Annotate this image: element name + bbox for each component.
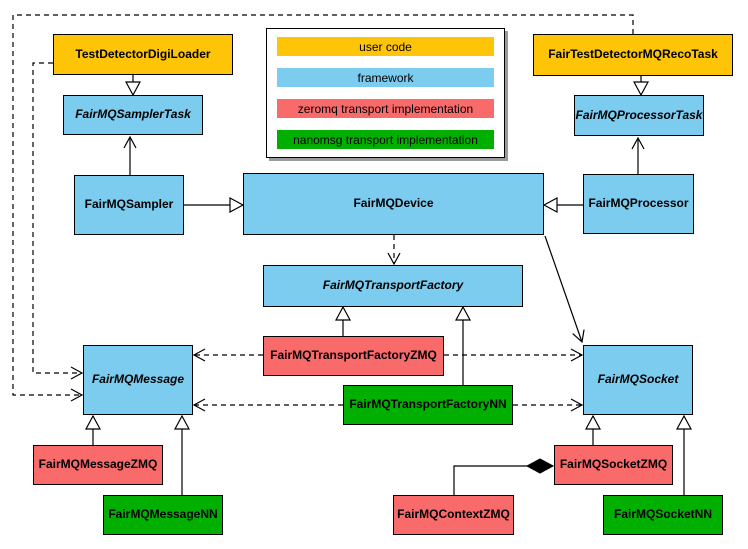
legend-label: nanomsg transport implementation — [293, 132, 478, 147]
node-label: FairMQSampler — [84, 197, 174, 212]
legend-label: zeromq transport implementation — [297, 101, 474, 116]
node-label: FairMQMessage — [91, 372, 185, 387]
node-label: FairMQTransportFactoryZMQ — [270, 348, 437, 363]
node-label: FairMQTransportFactoryNN — [349, 397, 507, 412]
legend-item-user-code: user code — [277, 37, 494, 56]
node-fairmqtransportfactoryzmq: FairMQTransportFactoryZMQ — [263, 336, 444, 376]
node-fairmqmessagenn: FairMQMessageNN — [103, 495, 223, 535]
node-fairmqmessagezmq: FairMQMessageZMQ — [33, 445, 163, 485]
legend-item-zeromq: zeromq transport implementation — [277, 99, 494, 118]
edge-device-to-socket-association — [544, 235, 585, 344]
node-label: FairMQProcessorTask — [575, 107, 703, 122]
edge-contextzmq-to-socketzmq-composition — [453, 458, 555, 495]
node-fairmqcontextzmq: FairMQContextZMQ — [393, 495, 514, 535]
legend-label: framework — [357, 70, 414, 85]
node-label: FairMQMessageNN — [108, 507, 218, 522]
legend-item-framework: framework — [277, 68, 494, 87]
legend-item-nanomsg: nanomsg transport implementation — [277, 130, 494, 149]
node-label: FairMQTransportFactory — [322, 278, 464, 293]
node-label: FairTestDetectorMQRecoTask — [548, 47, 718, 62]
node-fairmqdevice: FairMQDevice — [243, 173, 544, 235]
node-label: FairMQSocketZMQ — [559, 457, 668, 472]
node-fairmqsamplertask: FairMQSamplerTask — [63, 95, 203, 135]
node-label: FairMQDevice — [353, 196, 434, 211]
node-fairmqsocket: FairMQSocket — [583, 345, 693, 415]
node-testdetectordigiloader: TestDetectorDigiLoader — [53, 34, 233, 75]
legend: user code framework zeromq transport imp… — [266, 28, 505, 158]
node-label: FairMQMessageZMQ — [38, 457, 158, 472]
node-fairmqsampler: FairMQSampler — [74, 175, 184, 235]
edge-recotask-to-message-dependency — [12, 14, 634, 402]
node-fairmqtransportfactory: FairMQTransportFactory — [263, 265, 523, 307]
node-fairmqsocketnn: FairMQSocketNN — [603, 495, 723, 535]
node-label: FairMQSocketNN — [613, 507, 713, 522]
node-fairtestdetectormqrecotask: FairTestDetectorMQRecoTask — [533, 34, 733, 76]
node-fairmqprocessor: FairMQProcessor — [583, 174, 694, 234]
edge-digiloader-to-message-dependency — [32, 62, 84, 380]
node-label: FairMQContextZMQ — [397, 507, 510, 522]
node-label: TestDetectorDigiLoader — [75, 46, 211, 61]
node-fairmqsocketzmq: FairMQSocketZMQ — [554, 445, 673, 485]
node-fairmqmessage: FairMQMessage — [83, 345, 193, 415]
node-fairmqprocessortask: FairMQProcessorTask — [574, 95, 704, 136]
legend-label: user code — [359, 39, 412, 54]
node-fairmqtransportfactorynn: FairMQTransportFactoryNN — [343, 385, 513, 425]
node-label: FairMQSocket — [597, 372, 679, 387]
node-label: FairMQProcessor — [588, 196, 689, 211]
node-label: FairMQSamplerTask — [75, 107, 191, 122]
